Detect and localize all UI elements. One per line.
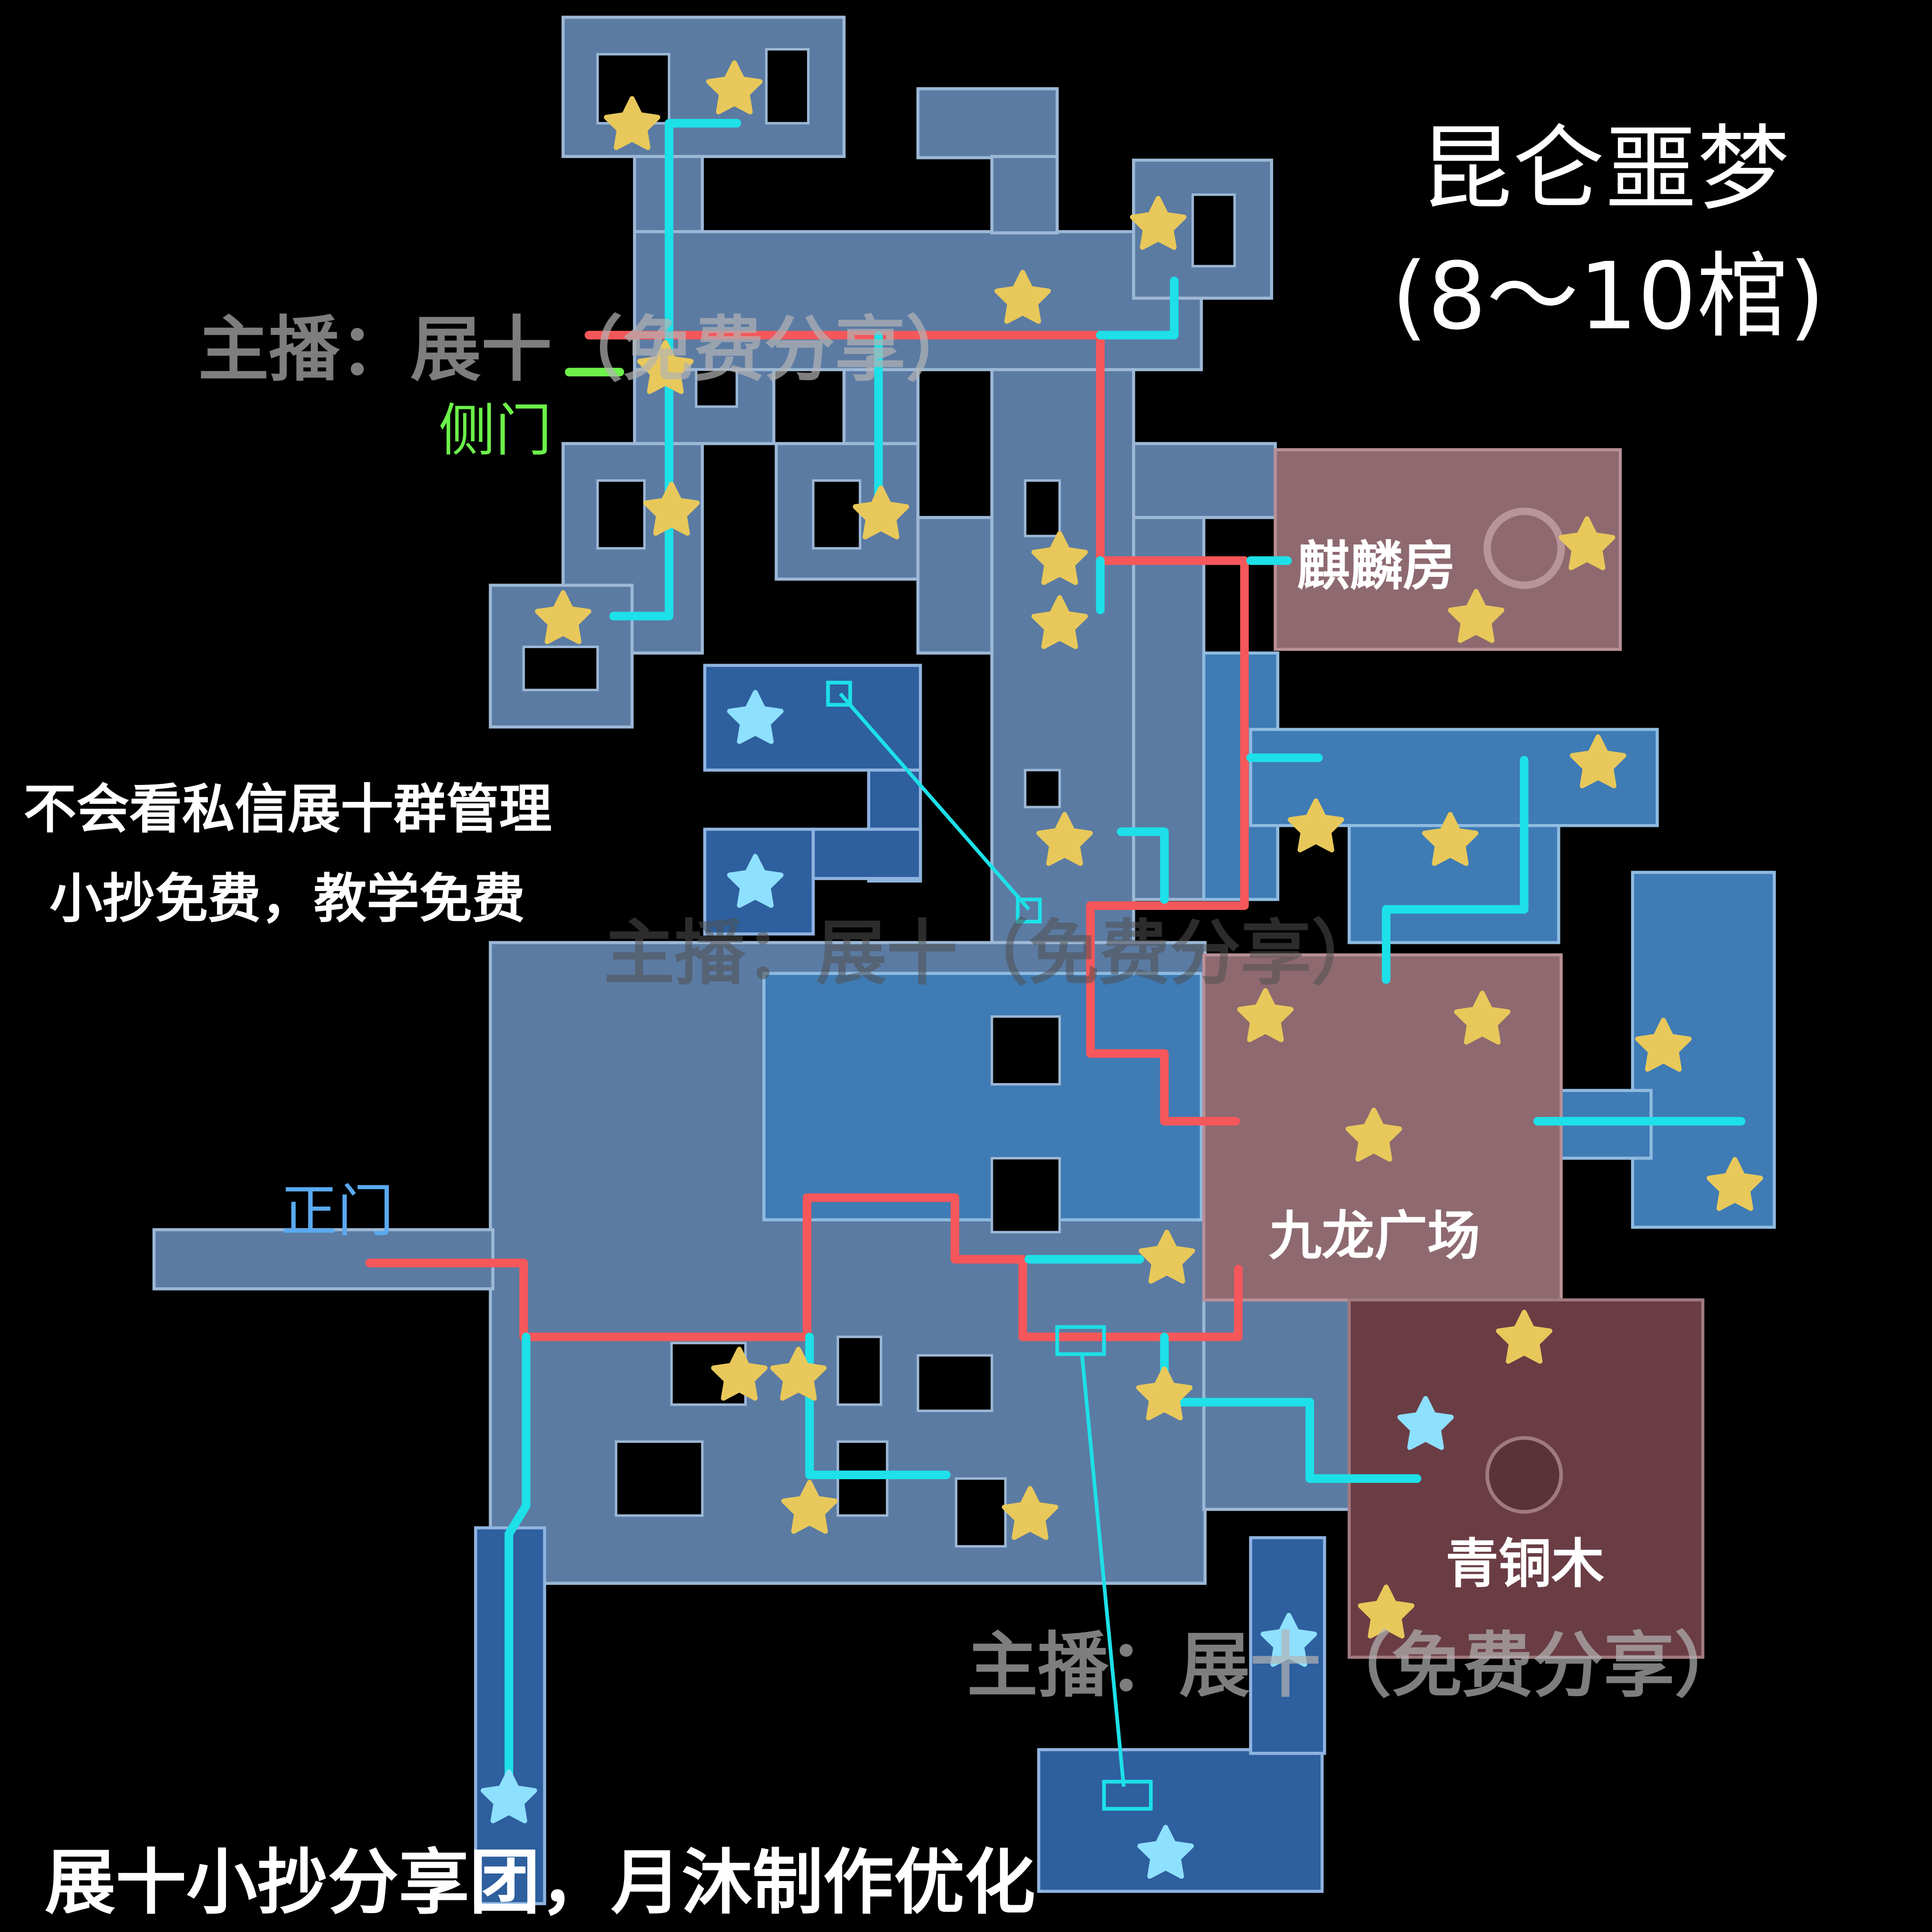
room	[916, 87, 1059, 159]
main-route-side-door	[584, 331, 1249, 1126]
bronze-room-emblem	[1485, 1436, 1563, 1514]
coffin-star-icon	[781, 1480, 838, 1534]
coffin-star-icon	[1002, 1486, 1058, 1540]
teleport-marker	[1102, 1780, 1153, 1811]
map-title: 昆仑噩梦	[1420, 116, 1790, 223]
coffin-star-icon	[1288, 798, 1344, 853]
branch-route	[504, 1332, 531, 1804]
watermark: 主播：展十（免费分享）	[967, 1625, 1746, 1707]
coffin-star-icon	[1454, 991, 1511, 1045]
special-star-icon	[727, 690, 784, 744]
coffin-star-icon	[1448, 589, 1505, 643]
note-line-2: 小抄免费，教学免费	[50, 868, 525, 930]
watermark: 主播：展十（免费分享）	[604, 913, 1382, 995]
coffin-star-icon	[637, 340, 694, 394]
watermark: 主播：展十（免费分享）	[198, 309, 977, 391]
coffin-star-icon	[1136, 1366, 1193, 1421]
coffin-star-icon	[1558, 516, 1616, 570]
coffin-star-icon	[1422, 812, 1479, 866]
special-star-icon	[1397, 1396, 1454, 1450]
teleport-link	[1080, 1352, 1126, 1787]
special-star-icon	[1137, 1824, 1194, 1879]
coffin-star-icon	[1138, 1230, 1195, 1284]
room	[762, 972, 1203, 1222]
coffin-star-icon	[1496, 1309, 1553, 1364]
coffin-star-icon	[770, 1347, 827, 1401]
main-route-main-gate	[365, 1193, 1243, 1341]
teleport-link	[839, 692, 1031, 911]
coffin-star-icon	[1130, 196, 1187, 250]
coffin-star-icon	[534, 590, 591, 644]
star-markers	[481, 60, 1763, 1879]
branch-route	[1116, 827, 1169, 904]
branch-route	[1096, 276, 1179, 340]
coffin-star-icon	[1031, 595, 1088, 650]
kirin-room-emblem	[1483, 508, 1565, 589]
special-star-icon	[727, 854, 784, 908]
coffin-star-icon	[604, 96, 660, 150]
credit-text: 展十小抄分享团，月沐制作优化	[45, 1842, 1036, 1924]
room	[811, 827, 922, 880]
routes	[365, 119, 1746, 1811]
side-door-label: 侧门	[439, 398, 552, 464]
special-star-icon	[1260, 1613, 1317, 1667]
coffin-star-icon	[1345, 1108, 1402, 1162]
special-star-icon	[481, 1769, 537, 1824]
coffin-star-icon	[1570, 734, 1626, 789]
teleport-marker	[826, 681, 852, 707]
main-gate-label: 正门	[281, 1179, 394, 1244]
kirin-room-label: 麒麟房	[1297, 536, 1456, 597]
map-subtitle: (8～10棺)	[1391, 243, 1825, 350]
nine-dragon-plaza-label: 九龙广场	[1269, 1206, 1480, 1267]
room	[633, 230, 1203, 371]
coffin-star-icon	[706, 60, 763, 115]
coffin-star-icon	[852, 485, 909, 540]
room	[1249, 1536, 1326, 1755]
note-line-1: 不会看私信展十群管理	[24, 779, 552, 840]
coffin-star-icon	[711, 1347, 768, 1401]
teleport-marker	[1016, 898, 1042, 924]
branch-route	[1382, 756, 1529, 984]
room	[1132, 442, 1277, 519]
room	[990, 155, 1059, 234]
coffin-star-icon	[1031, 531, 1088, 585]
coffin-star-icon	[1036, 812, 1093, 866]
room	[916, 516, 994, 655]
coffin-star-icon	[1357, 1584, 1415, 1639]
coffin-star-icon	[643, 482, 700, 536]
coffin-star-icon	[1635, 1017, 1692, 1072]
teleport-marker	[1055, 1325, 1106, 1356]
coffin-star-icon	[1707, 1157, 1763, 1211]
coffin-star-icon	[994, 270, 1051, 324]
bronze-wood-label: 青铜木	[1446, 1533, 1604, 1595]
coffin-star-icon	[1237, 988, 1294, 1042]
